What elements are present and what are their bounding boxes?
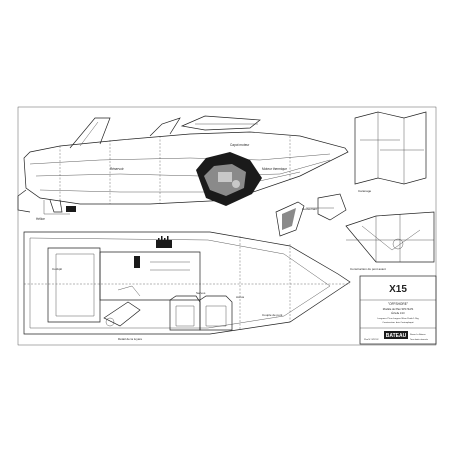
- rudder-detail: Gouvernail: [275, 193, 347, 237]
- footer-left: Plan N° SP1742: [364, 339, 379, 341]
- plan-view: Cockpit Servos Accus Couple de pont Déta…: [23, 231, 351, 341]
- title-line-2: Échelle 1/10: [391, 312, 405, 315]
- label-reservoir: Réservoir: [110, 167, 125, 171]
- title-line-3: Longueur 71cm Largeur 30cm Poids 1.5kg: [377, 317, 419, 320]
- detail-view-upper: Carénage: [354, 111, 427, 193]
- label-moteur: Moteur thermique: [262, 167, 287, 171]
- label-cockpit: Cockpit: [52, 267, 62, 271]
- publisher-logo: [384, 331, 408, 339]
- label-tuyere: Détail de la tuyère: [118, 337, 143, 341]
- drawing-frame: [17, 106, 437, 346]
- title-block: X15 "OFFSHORE" Modèle de Plan SP1742/S É…: [359, 275, 437, 345]
- logo-text: BATEAU: [386, 333, 407, 339]
- footer-right: Tous droits réservés: [410, 338, 428, 341]
- label-helice: Hélice: [36, 217, 45, 221]
- title-line-1: Modèle de Plan SP1742/S: [383, 307, 414, 311]
- label-servos: Servos: [196, 291, 206, 295]
- side-profile-view: Réservoir Capot moteur Moteur thermique …: [17, 115, 349, 221]
- label-couple: Couple de pont: [262, 313, 283, 317]
- model-subtitle: "OFFSHORE": [388, 302, 408, 306]
- footer-mid: Revue Le Bateau: [410, 333, 425, 336]
- label-capot: Capot moteur: [230, 143, 250, 147]
- title-line-4: Construction: bois Contreplaqué: [382, 321, 414, 324]
- label-construction-pont: Construction du pont avant: [350, 267, 386, 271]
- label-accus: Accus: [236, 295, 245, 299]
- label-gouvernail: Gouvernail: [302, 207, 317, 211]
- model-name: X15: [389, 284, 407, 295]
- label-carenage: Carénage: [358, 189, 372, 193]
- bow-section-view: Construction du pont avant: [345, 211, 435, 271]
